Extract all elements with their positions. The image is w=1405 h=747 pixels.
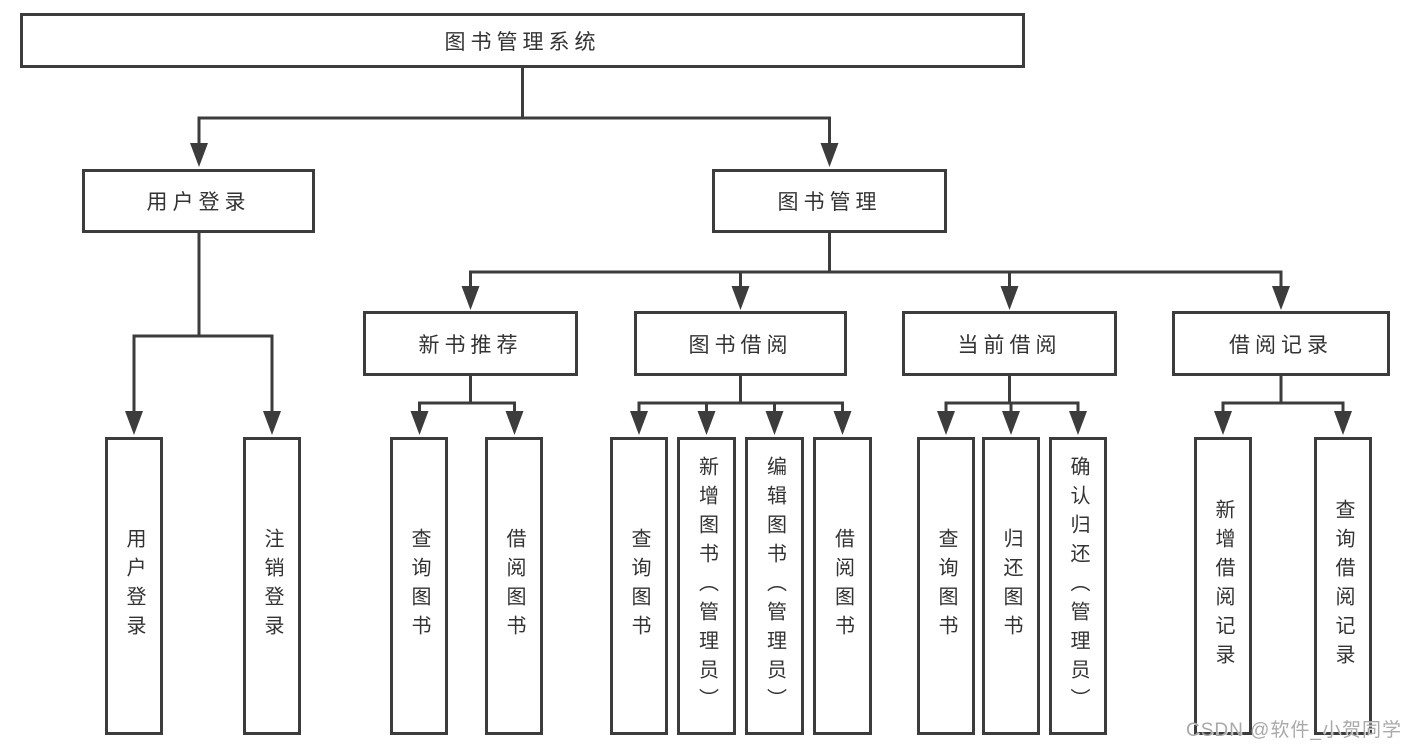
leaf-add-books-admin: 新增图书（管理员） — [677, 437, 736, 735]
node-label: 查询借阅记录 — [1332, 499, 1354, 673]
leaf-return-books: 归还图书 — [982, 437, 1040, 735]
connector-book-borrow-to-leaves — [637, 376, 844, 414]
node-library-system: 图书管理系统 — [20, 13, 1025, 68]
node-label: 借阅图书 — [503, 528, 525, 644]
connector-new-book-to-leaves — [418, 376, 516, 414]
node-label: 用户登录 — [123, 528, 145, 644]
connector-borrow-record-to-leaves — [1221, 376, 1345, 414]
connector-current-borrow-to-leaves — [944, 376, 1080, 414]
csdn-watermark: CSDN @软件_小贺同学 — [1186, 720, 1402, 741]
node-label: 借阅记录 — [1229, 333, 1333, 357]
connector-book-mgmt-to-level3 — [469, 233, 1283, 290]
node-new-book-recommend: 新书推荐 — [363, 311, 578, 376]
node-label: 借阅图书 — [831, 528, 854, 644]
leaf-user-login: 用户登录 — [105, 437, 163, 735]
node-book-management: 图书管理 — [712, 169, 947, 233]
node-label: 新书推荐 — [418, 333, 523, 357]
leaf-query-books-2: 查询图书 — [610, 437, 668, 735]
leaf-logout: 注销登录 — [243, 437, 301, 735]
node-label: 查询图书 — [408, 528, 430, 644]
node-label: 确认归还（管理员） — [1067, 455, 1089, 717]
leaf-query-books-3: 查询图书 — [917, 437, 975, 735]
arrowhead-icons — [125, 143, 1352, 435]
node-borrow-record: 借阅记录 — [1172, 311, 1390, 376]
node-label: 编辑图书（管理员） — [763, 455, 786, 717]
leaf-borrow-books-2: 借阅图书 — [813, 437, 872, 735]
node-label: 图书管理 — [777, 191, 882, 214]
node-current-borrow: 当前借阅 — [902, 311, 1117, 376]
connector-user-login-to-leaves — [132, 233, 274, 416]
leaf-query-borrow-record: 查询借阅记录 — [1314, 437, 1372, 735]
node-label: 新增图书（管理员） — [695, 455, 718, 717]
node-label: 图书借阅 — [688, 333, 793, 357]
node-label: 注销登录 — [261, 528, 283, 644]
node-label: 归还图书 — [1000, 528, 1022, 644]
node-label: 图书管理系统 — [444, 30, 601, 54]
leaf-confirm-return-admin: 确认归还（管理员） — [1049, 437, 1107, 735]
node-user-login-module: 用户登录 — [82, 169, 315, 233]
connector-root-to-level2 — [197, 68, 831, 148]
leaf-query-books-1: 查询图书 — [390, 437, 448, 735]
node-label: 当前借阅 — [957, 333, 1062, 357]
node-label: 查询图书 — [935, 528, 957, 644]
leaf-edit-books-admin: 编辑图书（管理员） — [745, 437, 804, 735]
node-label: 查询图书 — [628, 528, 650, 644]
leaf-borrow-books-1: 借阅图书 — [485, 437, 543, 735]
node-label: 新增借阅记录 — [1212, 499, 1234, 673]
leaf-add-borrow-record: 新增借阅记录 — [1194, 437, 1252, 735]
node-book-borrow: 图书借阅 — [634, 311, 847, 376]
node-label: 用户登录 — [146, 191, 251, 214]
